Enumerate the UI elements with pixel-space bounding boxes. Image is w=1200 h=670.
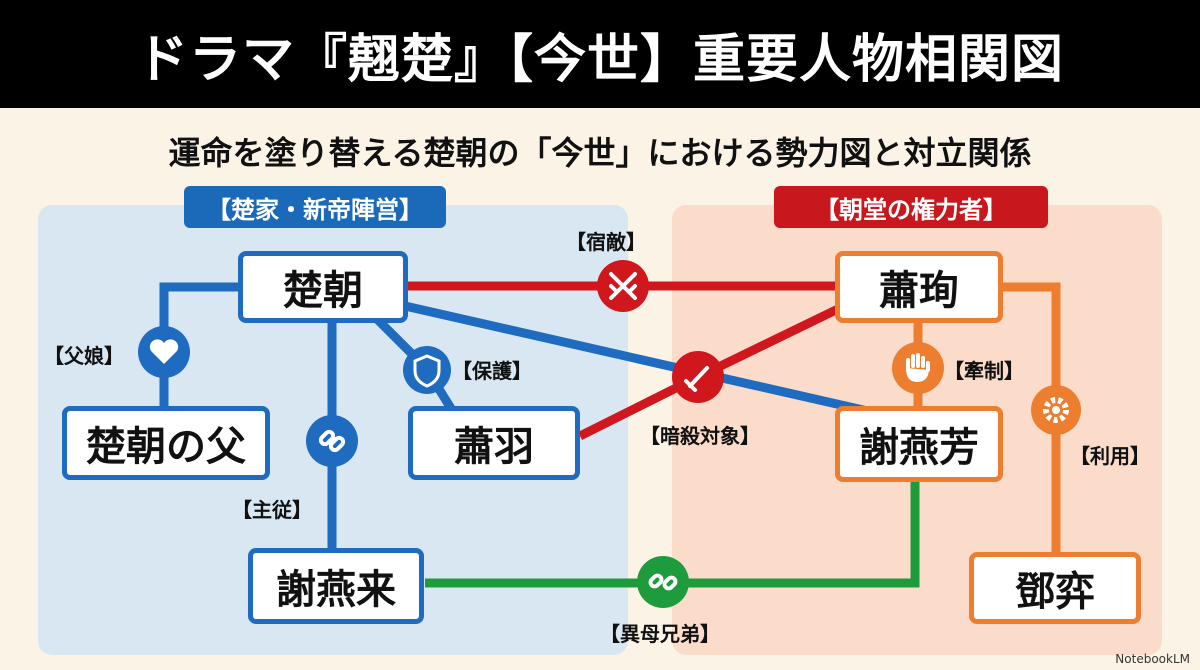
node-chu-zhao: 楚朝 [238,251,408,323]
page-title: ドラマ『翹楚』【今世】重要人物相関図 [0,0,1200,108]
shield-icon [403,346,451,394]
line-half-brothers [425,480,920,588]
label-use: 【利用】 [1070,444,1150,468]
node-xie-yanfang: 謝燕芳 [835,406,1003,482]
node-xiao-xun: 蕭珣 [835,251,1003,323]
dagger-icon [672,351,724,403]
group-label-right: 【朝堂の権力者】 [774,186,1048,228]
hand-icon [892,342,944,394]
link-icon [306,415,358,467]
node-xiao-yu: 蕭羽 [408,406,580,480]
line-chuzhao-xieyanfang [399,300,878,418]
crossed-swords-icon [597,260,649,312]
broken-link-icon [637,556,689,608]
heart-icon [138,326,190,378]
node-chu-father: 楚朝の父 [62,406,270,480]
page-subtitle: 運命を塗り替える楚朝の「今世」における勢力図と対立関係 [168,134,1032,172]
gear-icon [1031,385,1081,435]
label-rivals: 【宿敵】 [566,230,646,254]
label-half-brothers: 【異母兄弟】 [600,622,720,646]
label-restraint: 【牽制】 [944,359,1024,383]
footer-brand: NotebookLM [1115,652,1190,666]
group-label-left: 【楚家・新帝陣営】 [184,186,446,228]
node-deng-yi: 鄧弈 [969,552,1141,624]
label-assassination-target: 【暗殺対象】 [640,424,760,448]
label-protection: 【保護】 [452,359,532,383]
label-master-servant: 【主従】 [232,498,312,522]
label-father-daughter: 【父娘】 [44,344,124,368]
line-use [1002,282,1061,555]
node-xie-yanlai: 謝燕来 [248,548,424,624]
